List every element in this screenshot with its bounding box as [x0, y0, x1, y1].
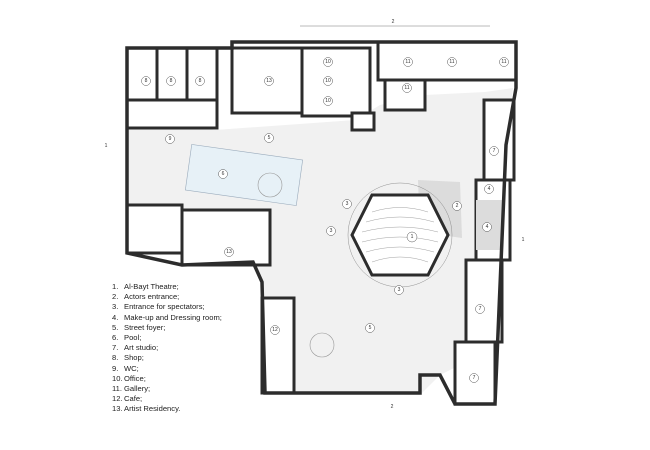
section-mark-right: 1 — [522, 237, 525, 243]
seating-rows — [361, 207, 439, 263]
east-wing-lower — [464, 258, 504, 344]
room-tag-7a: 7 — [493, 148, 496, 154]
room-tag-4b: 4 — [486, 224, 489, 230]
legend-item: 9.WC; — [112, 363, 139, 373]
room-tag-3a: 3 — [346, 201, 349, 207]
room-tag-6: 6 — [222, 171, 225, 177]
legend-item: 12.Cafe; — [112, 394, 143, 404]
room-tag-11c: 11 — [501, 59, 506, 65]
shop-room-2 — [155, 46, 189, 102]
room-tag-10c: 10 — [325, 98, 331, 104]
outer-wall — [125, 40, 518, 406]
room-tag-9: 9 — [169, 136, 172, 142]
room-tag-7c: 7 — [473, 375, 476, 381]
office-block — [300, 46, 372, 118]
room-tag-8b: 8 — [170, 78, 173, 84]
legend-item: 11.Gallery; — [112, 384, 151, 394]
cafe-block — [260, 296, 296, 395]
tree-1 — [257, 172, 283, 198]
room-tag-5b: 5 — [369, 325, 372, 331]
tree-2 — [309, 332, 335, 358]
wc-block — [125, 98, 219, 130]
north-kiosk — [350, 111, 376, 132]
room-tag-1: 1 — [411, 234, 414, 240]
room-tag-11b: 11 — [449, 59, 454, 65]
legend: 1.Al-Bayt Theatre; 2.Actors entrance; 3.… — [112, 282, 222, 415]
east-wing-upper — [482, 98, 516, 182]
legend-item: 2.Actors entrance; — [112, 292, 180, 302]
room-tag-8a: 8 — [145, 78, 148, 84]
room-tag-13a: 13 — [266, 78, 272, 84]
legend-item: 3.Entrance for spectators; — [112, 302, 205, 312]
shop-room-3 — [185, 46, 219, 102]
legend-item: 10.Office; — [112, 373, 146, 383]
room-tag-7b: 7 — [479, 306, 482, 312]
room-tag-5a: 5 — [268, 135, 271, 141]
theatre-hexagon — [350, 193, 450, 277]
legend-item: 6.Pool; — [112, 333, 142, 343]
legend-item: 7.Art studio; — [112, 343, 159, 353]
room-tag-10b: 10 — [325, 78, 331, 84]
shop-room-1 — [125, 46, 159, 102]
legend-item: 13.Artist Residency. — [112, 404, 181, 414]
room-tag-11a: 11 — [405, 59, 410, 65]
pool — [185, 144, 303, 206]
artist-residency — [180, 208, 272, 267]
room-tag-4a: 4 — [488, 186, 491, 192]
legend-item: 8.Shop; — [112, 353, 144, 363]
room-tag-13b: 13 — [226, 249, 232, 255]
section-mark-top: 2 — [392, 19, 395, 25]
section-mark-bottom: 2 — [391, 404, 394, 410]
gallery-block — [376, 40, 518, 82]
legend-item: 4.Make-up and Dressing room; — [112, 312, 222, 322]
room-tag-3b: 3 — [330, 228, 333, 234]
room-tag-12: 12 — [272, 327, 278, 333]
west-wing-terrace — [125, 203, 184, 255]
section-mark-left: 1 — [105, 143, 108, 149]
legend-item: 5.Street foyer; — [112, 322, 166, 332]
room-tags: 1 2 3 3 3 4 4 5 5 6 7 7 7 8 8 8 9 10 10 … — [141, 57, 509, 383]
room-tag-3c: 3 — [398, 287, 401, 293]
east-wing-bottom — [453, 340, 497, 406]
legend-item: 1.Al-Bayt Theatre; — [112, 282, 179, 291]
room-tag-2: 2 — [456, 203, 459, 209]
room-tag-8c: 8 — [199, 78, 202, 84]
room-tag-11d: 11 — [404, 85, 409, 91]
room-tag-10a: 10 — [325, 59, 331, 65]
